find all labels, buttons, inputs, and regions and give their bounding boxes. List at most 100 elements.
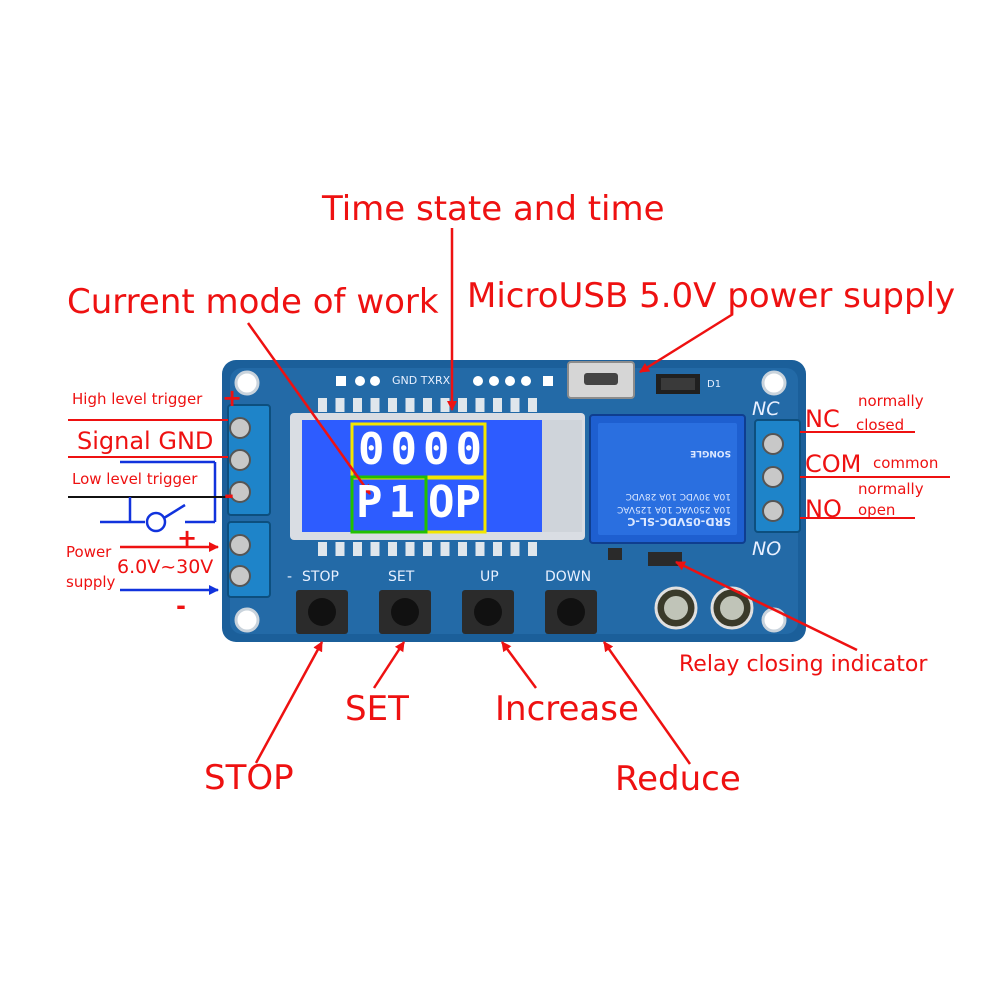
relay-indicator-pad bbox=[608, 548, 622, 560]
wiring-left bbox=[68, 419, 228, 595]
capacitor-right bbox=[710, 586, 754, 630]
arrow-microusb bbox=[639, 312, 734, 374]
label-set: SET bbox=[345, 689, 409, 729]
lcd-pin bbox=[440, 542, 450, 556]
relay-label-line: 10A 30VDC 10A 28VDC bbox=[625, 491, 731, 501]
label-normally-closed-2: closed bbox=[856, 416, 905, 434]
mounting-holes bbox=[234, 370, 787, 633]
label-current-mode: Current mode of work bbox=[67, 282, 439, 322]
lcd-pin bbox=[458, 542, 467, 556]
annotation-arrows bbox=[246, 228, 858, 765]
lcd-pin bbox=[493, 542, 502, 556]
relay-label-line: SRD-05VDC-SL-C bbox=[627, 515, 731, 528]
lcd-pins-bottom bbox=[318, 542, 537, 556]
label-low-level-trigger: Low level trigger bbox=[72, 470, 198, 488]
lcd-pin bbox=[335, 542, 345, 556]
microusb-port bbox=[567, 361, 635, 399]
lcd-pin bbox=[475, 398, 485, 412]
header-pads bbox=[336, 376, 553, 386]
lcd-pin bbox=[510, 398, 520, 412]
label-supply: supply bbox=[66, 573, 116, 591]
lcd-pin bbox=[370, 398, 380, 412]
lcd-pin bbox=[440, 398, 450, 412]
label-microusb: MicroUSB 5.0V power supply bbox=[467, 276, 956, 316]
mode-frame-green bbox=[350, 475, 428, 534]
label-common: common bbox=[873, 454, 939, 472]
lcd-op-digits: OP bbox=[428, 477, 481, 528]
lcd-pin bbox=[528, 542, 537, 556]
lcd-pin bbox=[353, 398, 362, 412]
relay-label-line: 10A 250VAC 10A 125VAC bbox=[617, 504, 731, 514]
label-minus-power: - bbox=[176, 592, 186, 620]
arrow-reduce bbox=[602, 641, 692, 765]
arrow-stop bbox=[254, 641, 324, 764]
label-increase: Increase bbox=[495, 689, 639, 729]
relay-label-line: SONGLE bbox=[690, 448, 731, 458]
lcd-pin bbox=[318, 542, 327, 556]
label-normally-open-1: normally bbox=[858, 480, 924, 498]
label-normally-open-2: open bbox=[858, 501, 896, 519]
label-signal-gnd: Signal GND bbox=[77, 427, 214, 455]
left-terminal-block-signal bbox=[227, 404, 271, 516]
lcd-pin bbox=[388, 398, 397, 412]
lcd-pin bbox=[423, 542, 432, 556]
lcd-pin bbox=[405, 398, 415, 412]
lcd-pin bbox=[335, 398, 345, 412]
button-up[interactable] bbox=[462, 590, 514, 634]
label-nc: NC bbox=[805, 405, 840, 433]
led-d1 bbox=[656, 374, 700, 394]
arrow-increase bbox=[500, 641, 538, 689]
label-relay-indicator: Relay closing indicator bbox=[679, 652, 928, 677]
right-terminal-block-relay bbox=[754, 419, 801, 533]
wiring-right bbox=[800, 431, 950, 519]
relay-indicator-led bbox=[648, 552, 682, 566]
lcd-pin bbox=[405, 542, 415, 556]
arrow-relay-indicator bbox=[675, 560, 858, 652]
no-silk: NO bbox=[752, 538, 782, 560]
label-plus-top: + bbox=[222, 384, 243, 412]
lcd-pin bbox=[528, 398, 537, 412]
label-plus-switch: + bbox=[177, 524, 198, 552]
lcd-pin bbox=[493, 398, 502, 412]
relay-label: SRD-05VDC-SL-C 10A 250VAC 10A 125VAC 10A… bbox=[603, 428, 731, 528]
relay bbox=[589, 414, 746, 544]
button-set[interactable] bbox=[379, 590, 431, 634]
label-normally-closed-1: normally bbox=[858, 392, 924, 410]
button-down[interactable] bbox=[545, 590, 597, 634]
lcd-mode-digits: P1 bbox=[356, 477, 421, 528]
label-com: COM bbox=[805, 450, 862, 478]
button-stop-label: STOP bbox=[302, 569, 339, 585]
button-up-label: UP bbox=[480, 569, 499, 585]
label-high-level-trigger: High level trigger bbox=[72, 390, 203, 408]
lcd-pin bbox=[353, 542, 362, 556]
left-terminal-block-power bbox=[227, 521, 271, 598]
label-voltage: 6.0V~30V bbox=[117, 556, 214, 578]
label-reduce: Reduce bbox=[615, 759, 741, 799]
lcd-pin bbox=[388, 542, 397, 556]
lcd-pin bbox=[423, 398, 432, 412]
label-minus-trigger: - bbox=[224, 481, 234, 509]
button-stop[interactable] bbox=[296, 590, 348, 634]
arrow-set bbox=[372, 641, 406, 689]
label-power: Power bbox=[66, 543, 112, 561]
led-label: D1 bbox=[707, 379, 722, 390]
minus-silk: - bbox=[287, 569, 293, 585]
label-stop: STOP bbox=[204, 758, 294, 798]
label-time-state: Time state and time bbox=[322, 189, 665, 229]
lcd-backlight-side bbox=[542, 420, 582, 532]
button-down-label: DOWN bbox=[545, 569, 592, 585]
lcd-time-digits: 0000 bbox=[358, 424, 488, 475]
lcd-pin bbox=[458, 398, 467, 412]
lcd-pins-top bbox=[318, 398, 537, 412]
capacitor-left bbox=[654, 586, 698, 630]
lcd-pin bbox=[370, 542, 380, 556]
lcd-pin bbox=[510, 542, 520, 556]
label-no: NO bbox=[805, 495, 842, 523]
header-pins-label: GND TXRX bbox=[392, 374, 451, 387]
lcd-pin bbox=[475, 542, 485, 556]
nc-silk: NC bbox=[752, 398, 780, 420]
button-set-label: SET bbox=[388, 569, 415, 585]
arrow-current-mode bbox=[246, 322, 372, 495]
